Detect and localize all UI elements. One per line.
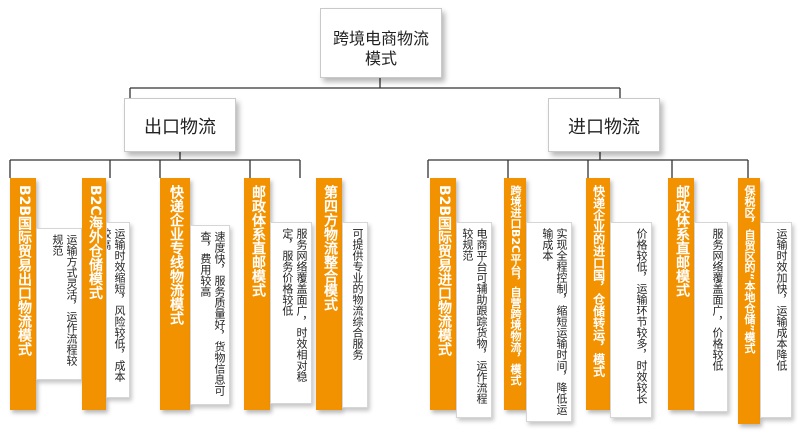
export-mode-b2c-name-text: B2C海外仓储模式: [86, 185, 103, 300]
import-mode-post-name-text: 邮政体系直邮模式: [673, 185, 690, 297]
export-mode-post-name-text: 邮政体系直邮模式: [249, 185, 266, 297]
import-mode-b2b-name: B2B国际贸易进口物流模式: [430, 178, 456, 410]
export-mode-express-desc: 速度快，服务质量好，货物信息可查，费用较高: [190, 225, 230, 405]
import-mode-post-desc-text: 服务网络覆盖面广，价格较低: [711, 228, 724, 371]
import-mode-express-desc: 价格较低，运输环节较多，时效较长: [610, 222, 652, 418]
export-mode-4pl-desc-text: 可提供专业的物流综合服务: [351, 228, 364, 360]
import-mode-post-name: 邮政体系直邮模式: [668, 178, 694, 410]
root-node: 跨境电商物流 模式: [320, 8, 442, 78]
import-mode-bonded-desc: 运输时效加快，运输成本降低: [760, 222, 792, 418]
import-mode-b2b-name-text: B2B国际贸易进口物流模式: [435, 185, 452, 357]
import-mode-selfrun-name: 跨境进口B2C平台，自营跨境物流，模式: [504, 178, 526, 410]
root-title-line1: 跨境电商物流: [332, 29, 429, 48]
export-mode-b2c-desc: 运输时效缩短，风险较低，成本较高: [106, 222, 130, 398]
import-mode-bonded-name-text: 保税区，自贸区的“本地仓储”模式: [743, 185, 757, 354]
import-mode-selfrun-name-text: 跨境进口B2C平台，自营跨境物流，模式: [509, 185, 523, 386]
export-mode-b2b-name-text: B2B国际贸易出口物流模式: [15, 185, 32, 357]
export-logistics-node: 出口物流: [124, 98, 236, 152]
import-mode-post-desc: 服务网络覆盖面广，价格较低: [694, 222, 728, 412]
export-mode-express-name-text: 快递企业专线物流模式: [167, 185, 184, 325]
root-connector: [129, 78, 621, 98]
root-title-line2: 模式: [364, 49, 397, 68]
export-connector: [9, 152, 301, 178]
export-mode-b2b-desc-text: 运输方式灵活，运作流程较规范: [50, 234, 78, 366]
export-mode-4pl-desc: 可提供专业的物流综合服务: [342, 222, 368, 408]
export-mode-post-name: 邮政体系直邮模式: [244, 178, 270, 410]
export-mode-b2b-name: B2B国际贸易出口物流模式: [10, 178, 36, 410]
import-logistics-node: 进口物流: [548, 98, 660, 152]
export-logistics-title: 出口物流: [144, 117, 216, 138]
import-mode-selfrun-desc: 实现全程控制，缩短运输时间，降低运输成本: [526, 222, 572, 422]
import-mode-express-name-text: 快递企业的进口国，仓储转运，模式: [591, 185, 606, 377]
export-mode-4pl-name: 第四方物流整合模式: [316, 178, 342, 410]
import-mode-express-name: 快递企业的进口国，仓储转运，模式: [586, 178, 610, 410]
import-mode-b2b-desc: 电商平台可辅助跟踪货物，运作流程较规范: [456, 222, 492, 418]
export-mode-post-desc-text: 服务网络覆盖面广，时效相对稳定，服务价格较低: [280, 228, 308, 382]
import-mode-bonded-desc-text: 运输时效加快，运输成本降低: [775, 228, 788, 371]
export-mode-b2b-desc: 运输方式灵活，运作流程较规范: [36, 228, 82, 380]
export-mode-express-name: 快递企业专线物流模式: [160, 178, 190, 410]
import-mode-b2b-desc-text: 电商平台可辅助跟踪货物，运作流程较规范: [460, 228, 488, 404]
export-mode-express-desc-text: 速度快，服务质量好，货物信息可查，费用较高: [198, 231, 226, 396]
import-mode-selfrun-desc-text: 实现全程控制，缩短运输时间，降低运输成本: [540, 228, 568, 415]
export-mode-b2c-name: B2C海外仓储模式: [82, 178, 106, 410]
export-mode-post-desc: 服务网络覆盖面广，时效相对稳定，服务价格较低: [270, 222, 312, 404]
import-mode-express-desc-text: 价格较低，运输环节较多，时效较长: [635, 228, 648, 404]
import-mode-bonded-name: 保税区，自贸区的“本地仓储”模式: [738, 178, 760, 424]
import-logistics-title: 进口物流: [568, 117, 640, 138]
export-mode-b2c-desc-text: 运输时效缩短，风险较低，成本较高: [107, 228, 126, 382]
import-connector: [427, 152, 749, 178]
export-mode-4pl-name-text: 第四方物流整合模式: [321, 185, 338, 311]
